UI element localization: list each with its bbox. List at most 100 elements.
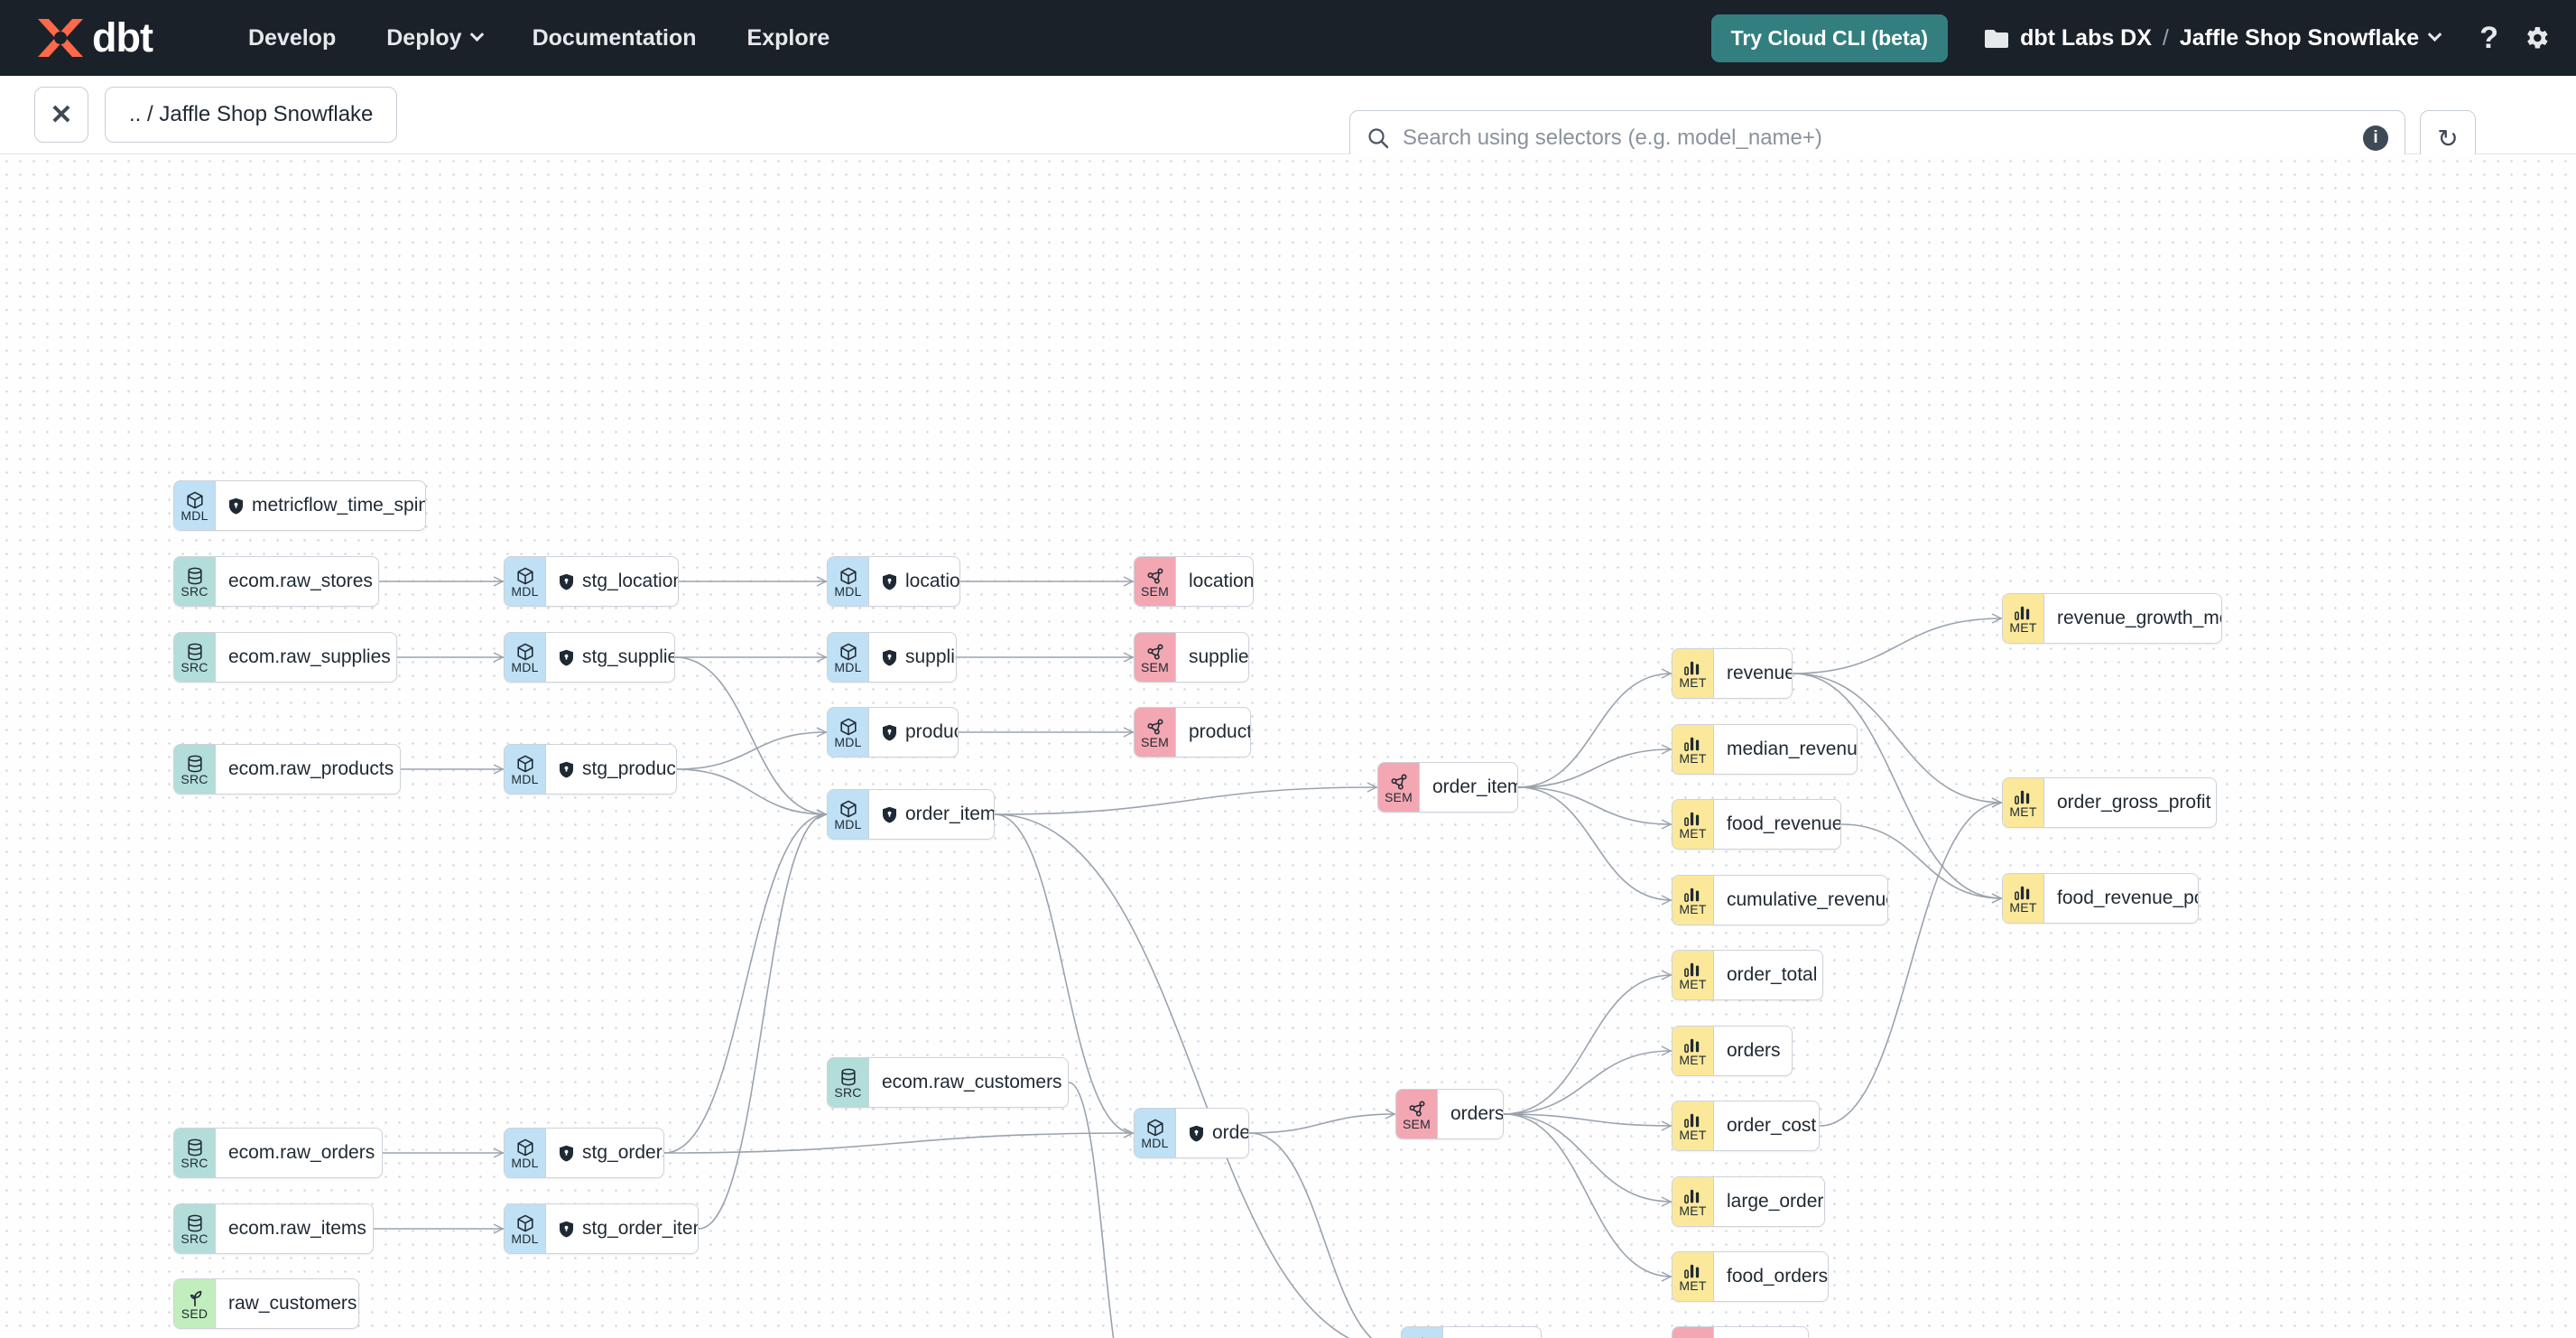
lineage-edge-arrow bbox=[1661, 1045, 1673, 1056]
graph-node-sem-customers[interactable]: SEMcustomers bbox=[1672, 1326, 1809, 1338]
node-name-text: order_gross_profit bbox=[2057, 792, 2211, 813]
lineage-edge bbox=[1517, 786, 1673, 825]
met-type-badge: MET bbox=[1673, 1252, 1714, 1301]
info-icon[interactable]: i bbox=[2363, 125, 2388, 151]
node-name-text: stg_supplies bbox=[582, 646, 674, 667]
node-label: stg_supplies bbox=[546, 633, 674, 682]
sem-icon bbox=[1407, 1099, 1427, 1119]
met-icon bbox=[2014, 884, 2034, 902]
lineage-edge bbox=[1792, 618, 2003, 674]
node-label: ecom.raw_products bbox=[216, 745, 400, 794]
src-icon bbox=[186, 566, 204, 586]
lineage-edge bbox=[1792, 673, 2003, 804]
graph-node-mdl-customers[interactable]: MDLcustomers bbox=[1401, 1326, 1542, 1338]
node-name-text: ecom.raw_products bbox=[228, 758, 394, 779]
mdl-type-badge: MDL bbox=[505, 1129, 546, 1177]
node-label: stg_orders bbox=[546, 1129, 663, 1177]
top-navigation-bar: dbt Develop Deploy Documentation Explore… bbox=[0, 0, 2576, 76]
lineage-edge-arrow bbox=[816, 576, 828, 587]
nav-item-documentation-label: Documentation bbox=[532, 24, 697, 51]
graph-node-sem-products[interactable]: SEMproducts bbox=[1134, 707, 1251, 757]
lineage-edge-arrow bbox=[1661, 668, 1673, 679]
shield-icon bbox=[883, 806, 896, 822]
met-type-badge: MET bbox=[1673, 725, 1714, 774]
node-name-text: revenue_growth_mom bbox=[2057, 608, 2221, 628]
mdl-icon bbox=[515, 1213, 535, 1233]
lineage-edge bbox=[1517, 748, 1673, 788]
lineage-edge-arrow bbox=[1661, 1120, 1673, 1131]
graph-node-sem-locations[interactable]: SEMlocations bbox=[1134, 556, 1254, 607]
account-project-breadcrumb[interactable]: dbt Labs DX / Jaffle Shop Snowflake bbox=[1984, 25, 2442, 51]
shield-icon bbox=[883, 724, 896, 740]
node-label: food_revenue bbox=[1714, 800, 1840, 849]
node-label: orders bbox=[1176, 1109, 1248, 1157]
lineage-edge-arrow bbox=[1991, 893, 2003, 904]
graph-node-mdl-locations[interactable]: MDLlocations bbox=[827, 556, 960, 607]
search-input[interactable] bbox=[1403, 125, 2350, 151]
sem-icon bbox=[1145, 642, 1165, 662]
graph-node-mdl-products[interactable]: MDLproducts bbox=[827, 707, 959, 757]
chevron-down-icon bbox=[469, 26, 484, 42]
nav-item-explore[interactable]: Explore bbox=[747, 25, 830, 51]
src-type-badge: SRC bbox=[174, 1129, 216, 1177]
src-icon bbox=[839, 1067, 857, 1087]
node-name-text: products bbox=[1189, 721, 1250, 742]
breadcrumb-chip[interactable]: .. / Jaffle Shop Snowflake bbox=[105, 87, 398, 143]
graph-node-sem-supplies[interactable]: SEMsupplies bbox=[1134, 632, 1249, 683]
gear-icon[interactable] bbox=[2522, 23, 2551, 52]
lineage-edge bbox=[1248, 1113, 1396, 1134]
node-name-text: stg_order_items bbox=[582, 1218, 698, 1239]
node-name-text: products bbox=[905, 721, 958, 742]
lineage-edge bbox=[994, 813, 1350, 1338]
lineage-edge bbox=[1503, 1050, 1673, 1115]
help-icon[interactable]: ? bbox=[2479, 20, 2498, 55]
graph-node-mdl-orders[interactable]: MDLorders bbox=[1134, 1108, 1249, 1158]
nav-item-deploy[interactable]: Deploy bbox=[386, 25, 484, 51]
lineage-edge bbox=[994, 786, 1378, 815]
met-icon bbox=[1683, 886, 1703, 904]
lineage-edge-arrow bbox=[1123, 576, 1135, 587]
node-label: locations bbox=[869, 557, 959, 606]
nav-item-documentation[interactable]: Documentation bbox=[533, 25, 697, 51]
lineage-edge-arrow bbox=[1661, 744, 1673, 755]
node-label: stg_products bbox=[546, 745, 676, 794]
nav-item-develop[interactable]: Develop bbox=[248, 25, 336, 51]
shield-icon bbox=[560, 1221, 573, 1237]
shield-icon bbox=[229, 497, 243, 514]
met-icon bbox=[1683, 1111, 1703, 1129]
close-button[interactable]: ✕ bbox=[34, 87, 88, 143]
project-chevron-down-icon[interactable] bbox=[2427, 26, 2442, 42]
graph-node-mdl-supplies[interactable]: MDLsupplies bbox=[827, 632, 957, 683]
try-cloud-cli-button[interactable]: Try Cloud CLI (beta) bbox=[1710, 14, 1949, 62]
dbt-logo[interactable]: dbt bbox=[32, 14, 153, 61]
